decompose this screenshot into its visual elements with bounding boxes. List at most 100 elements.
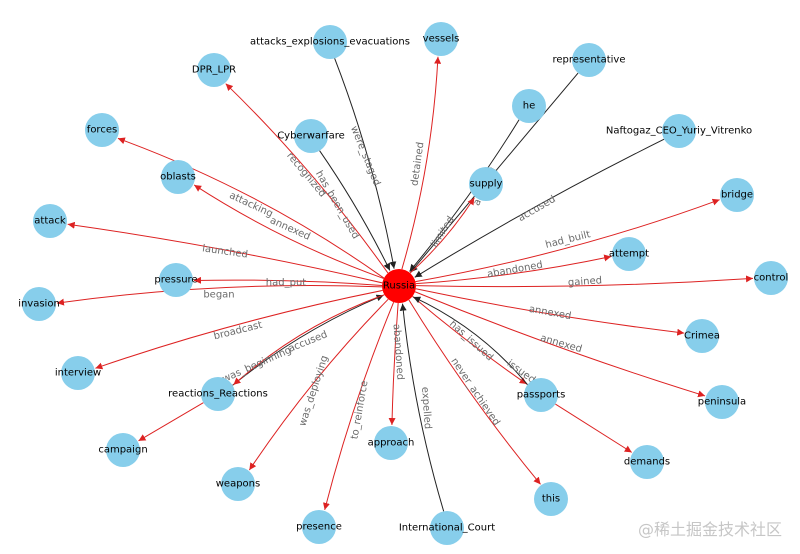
node-supply[interactable]: supply <box>469 167 503 201</box>
node-circle[interactable] <box>720 178 754 212</box>
node-reactions_Reactions[interactable]: reactions_Reactions <box>168 377 268 411</box>
edge-International_Court-Russia <box>399 303 445 512</box>
node-vessels[interactable]: vessels <box>423 22 460 56</box>
node-circle[interactable] <box>469 167 503 201</box>
node-circle[interactable] <box>572 43 606 77</box>
node-presence[interactable]: presence <box>296 510 342 544</box>
edge-label: never_achieved <box>448 356 501 428</box>
node-circle[interactable] <box>61 356 95 390</box>
node-Naftogaz_CEO_Yuriy_Vitrenko[interactable]: Naftogaz_CEO_Yuriy_Vitrenko <box>606 114 752 148</box>
node-label: passports <box>517 390 566 401</box>
node-circle[interactable] <box>33 204 67 238</box>
edge-label: launched <box>201 243 248 260</box>
edge-Russia-attack <box>67 221 383 284</box>
edge-Russia-supply <box>409 197 475 274</box>
node-campaign[interactable]: campaign <box>98 433 148 467</box>
node-label: Russia <box>383 281 415 292</box>
edge-Russia-peninsula <box>414 291 706 398</box>
node-attack[interactable]: attack <box>33 204 67 238</box>
node-control[interactable]: control <box>754 261 789 295</box>
edge-label: broadcast <box>213 320 264 343</box>
node-circle[interactable] <box>201 377 235 411</box>
node-circle[interactable] <box>85 113 119 147</box>
edge-Russia-interview <box>95 289 383 370</box>
node-attempt[interactable]: attempt <box>609 237 649 271</box>
node-invasion[interactable]: invasion <box>18 287 60 321</box>
node-circle[interactable] <box>685 319 719 353</box>
node-label: pressure <box>154 275 197 286</box>
node-he[interactable]: he <box>512 89 546 123</box>
edge-label: attacking <box>227 190 274 220</box>
node-circle[interactable] <box>221 467 255 501</box>
node-this[interactable]: this <box>534 482 568 516</box>
node-label: International_Court <box>399 523 495 534</box>
edge-Russia-pressure <box>193 276 383 287</box>
node-Russia[interactable]: Russia <box>382 269 416 303</box>
edge-label: was_deploying <box>297 354 330 427</box>
node-circle[interactable] <box>294 119 328 153</box>
node-label: attempt <box>609 249 649 260</box>
edge-label: abandoned <box>486 260 543 281</box>
edge-Naftogaz_CEO_Yuriy_Vitrenko-Russia <box>414 138 665 278</box>
node-circle[interactable] <box>534 482 568 516</box>
node-DPR_LPR[interactable]: DPR_LPR <box>192 53 236 87</box>
edge-Russia-approach <box>388 302 399 426</box>
node-circle[interactable] <box>424 22 458 56</box>
node-circle[interactable] <box>612 237 646 271</box>
node-passports[interactable]: passports <box>517 378 566 412</box>
node-circle[interactable] <box>754 261 788 295</box>
node-attacks_explosions_evacuations[interactable]: attacks_explosions_evacuations <box>250 25 410 59</box>
node-circle[interactable] <box>313 25 347 59</box>
node-circle[interactable] <box>630 445 664 479</box>
edge-Cyberwarfare-Russia <box>319 150 391 271</box>
node-label: control <box>754 273 789 284</box>
edge-label: had_put <box>266 278 306 289</box>
node-circle[interactable] <box>382 269 416 303</box>
node-demands[interactable]: demands <box>624 445 670 479</box>
node-label: representative <box>553 55 626 66</box>
node-circle[interactable] <box>161 160 195 194</box>
node-interview[interactable]: interview <box>55 356 101 390</box>
edge-label: began <box>203 290 234 301</box>
edge-label: expelled <box>419 386 433 429</box>
edge-he-Russia <box>409 119 520 272</box>
node-oblasts[interactable]: oblasts <box>160 160 196 194</box>
edge-Russia-DPR_LPR <box>225 83 389 274</box>
edge-Russia-presence <box>323 301 395 511</box>
node-Crimea[interactable]: Crimea <box>684 319 720 353</box>
node-label: oblasts <box>160 172 196 183</box>
node-International_Court[interactable]: International_Court <box>399 511 495 545</box>
node-Cyberwarfare[interactable]: Cyberwarfare <box>277 119 345 153</box>
node-circle[interactable] <box>512 89 546 123</box>
edge-label: abandoned <box>391 324 406 381</box>
node-circle[interactable] <box>705 385 739 419</box>
node-bridge[interactable]: bridge <box>720 178 754 212</box>
edge-Russia-attempt <box>415 254 612 285</box>
edge-passports-Russia <box>413 296 528 385</box>
node-circle[interactable] <box>106 433 140 467</box>
node-pressure[interactable]: pressure <box>154 263 198 297</box>
node-label: interview <box>55 368 101 379</box>
node-weapons[interactable]: weapons <box>216 467 260 501</box>
edges-layer <box>56 56 754 512</box>
edge-label: annexed <box>528 304 572 322</box>
edge-Russia-oblasts <box>193 184 384 279</box>
watermark: @稀土掘金技术社区 <box>637 520 782 539</box>
node-circle[interactable] <box>374 426 408 460</box>
node-circle[interactable] <box>197 53 231 87</box>
node-circle[interactable] <box>302 510 336 544</box>
node-label: he <box>523 101 536 112</box>
node-circle[interactable] <box>22 287 56 321</box>
edge-label: limited <box>429 214 457 249</box>
node-forces[interactable]: forces <box>85 113 119 147</box>
node-label: bridge <box>721 190 753 201</box>
edge-label: was_beginning <box>221 345 293 385</box>
node-circle[interactable] <box>662 114 696 148</box>
node-approach[interactable]: approach <box>368 426 415 460</box>
node-circle[interactable] <box>159 263 193 297</box>
node-label: Crimea <box>684 331 720 342</box>
node-representative[interactable]: representative <box>553 43 626 77</box>
node-circle[interactable] <box>430 511 464 545</box>
node-circle[interactable] <box>524 378 558 412</box>
node-peninsula[interactable]: peninsula <box>698 385 746 419</box>
